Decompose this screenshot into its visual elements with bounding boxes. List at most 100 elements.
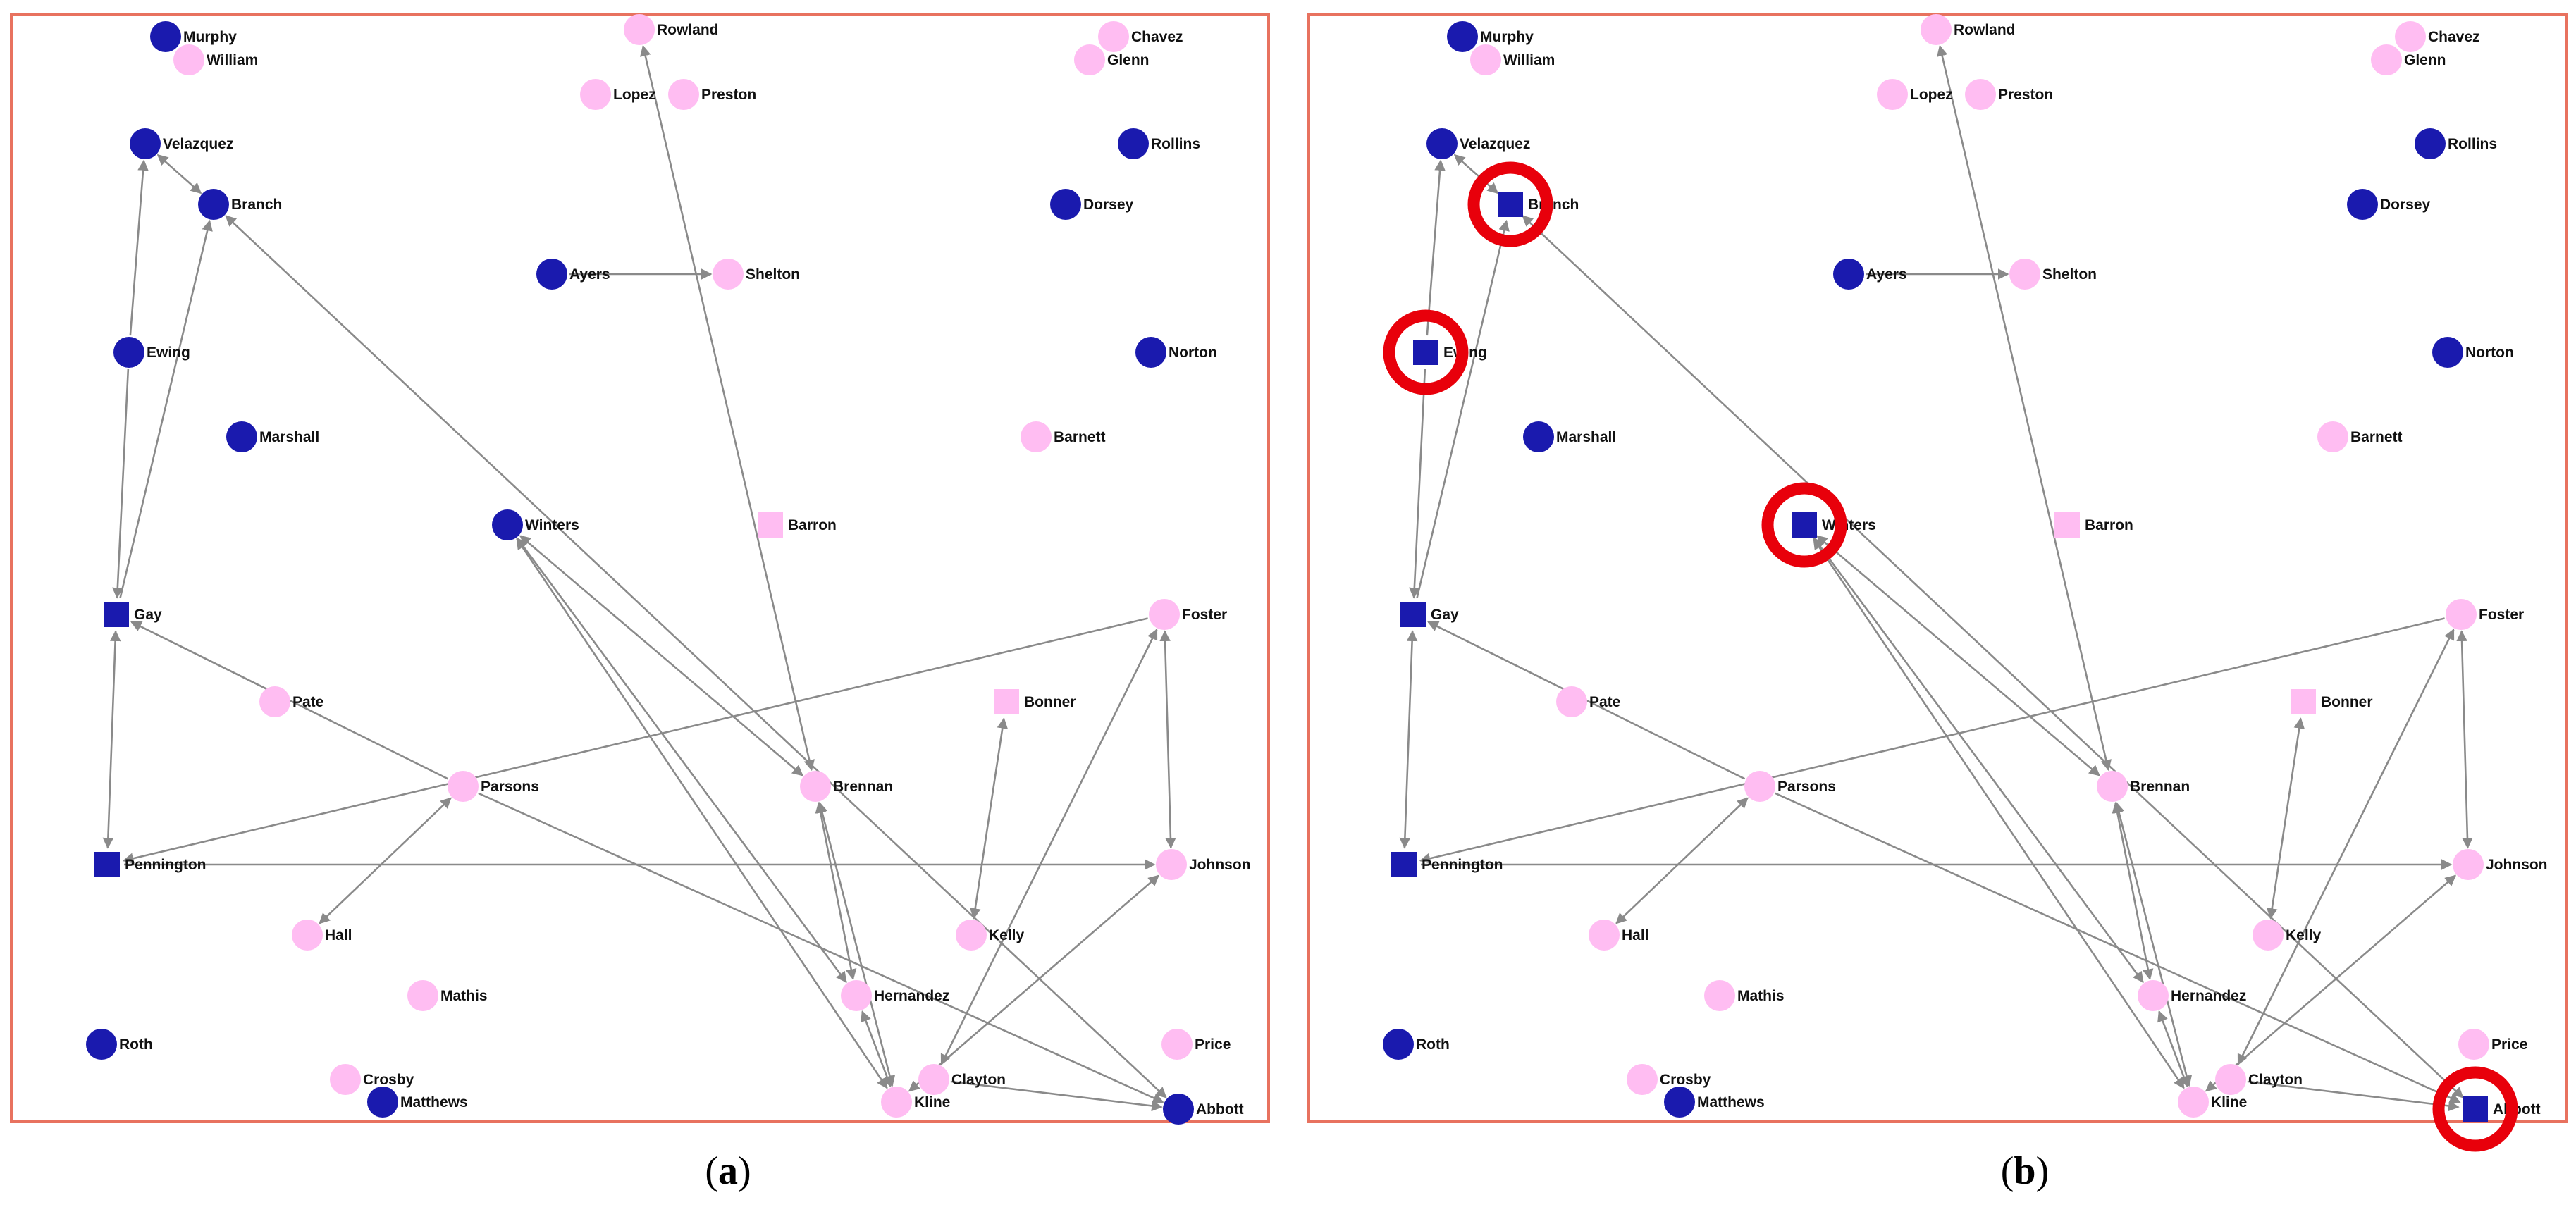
highlight-ring-ewing bbox=[1383, 309, 1469, 395]
node-shelton: Shelton bbox=[2009, 259, 2097, 290]
node-glenn-label: Glenn bbox=[1107, 52, 1150, 68]
node-shelton-marker bbox=[2009, 259, 2040, 290]
node-gay: Gay bbox=[1400, 602, 1459, 627]
node-bonner-marker bbox=[2291, 689, 2316, 714]
node-velazquez-label: Velazquez bbox=[163, 136, 233, 152]
node-roth-marker bbox=[86, 1029, 117, 1060]
node-parsons-marker bbox=[448, 771, 479, 802]
node-mathis-marker bbox=[1704, 980, 1735, 1011]
node-matthews-label: Matthews bbox=[400, 1094, 468, 1110]
panel-a-caption: (a) bbox=[705, 1149, 751, 1193]
node-preston-label: Preston bbox=[1998, 87, 2053, 103]
node-shelton-marker bbox=[713, 259, 744, 290]
node-glenn-marker bbox=[2371, 44, 2402, 75]
node-barron-marker bbox=[2054, 512, 2080, 538]
edge-ewing-gay bbox=[1409, 369, 1426, 599]
node-crosby-marker bbox=[330, 1064, 361, 1095]
node-ayers-label: Ayers bbox=[1866, 266, 1907, 283]
node-parsons-label: Parsons bbox=[481, 779, 539, 795]
node-brennan-label: Brennan bbox=[833, 779, 893, 795]
node-branch: Branch bbox=[198, 189, 282, 220]
node-roth-marker bbox=[1383, 1029, 1414, 1060]
node-johnson: Johnson bbox=[1156, 849, 1251, 880]
node-price-marker bbox=[1161, 1029, 1193, 1060]
node-william: William bbox=[173, 44, 258, 75]
node-pate-marker bbox=[259, 686, 290, 717]
node-matthews: Matthews bbox=[1664, 1087, 1765, 1118]
node-parsons-label: Parsons bbox=[1777, 779, 1836, 795]
node-marshall-label: Marshall bbox=[1556, 429, 1616, 445]
node-ewing: Ewing bbox=[113, 337, 190, 368]
node-rowland-marker bbox=[624, 14, 655, 45]
node-bonner-label: Bonner bbox=[2321, 694, 2373, 710]
edge-hall-parsons bbox=[1615, 797, 1749, 924]
edge-hall-parsons bbox=[319, 797, 452, 924]
node-hall-label: Hall bbox=[1622, 927, 1649, 943]
node-brennan-marker bbox=[800, 771, 831, 802]
edge-hernandez-kline bbox=[861, 1010, 892, 1088]
edge-johnson-kline bbox=[908, 874, 1160, 1092]
edge-bonner-kelly bbox=[969, 717, 1009, 920]
node-lopez-marker bbox=[580, 79, 611, 110]
node-pate: Pate bbox=[259, 686, 323, 717]
edge-gay-pennington bbox=[102, 630, 121, 849]
node-william-marker bbox=[1470, 44, 1501, 75]
node-ayers: Ayers bbox=[536, 259, 610, 290]
node-barron: Barron bbox=[2054, 512, 2133, 538]
node-gay-marker bbox=[104, 602, 129, 627]
node-foster-marker bbox=[2446, 599, 2477, 630]
node-shelton-label: Shelton bbox=[2042, 266, 2097, 283]
node-murphy: Murphy bbox=[150, 21, 237, 52]
node-chavez-label: Chavez bbox=[2428, 29, 2480, 45]
node-marshall: Marshall bbox=[1523, 421, 1616, 452]
node-bonner-label: Bonner bbox=[1024, 694, 1076, 710]
edge-gay-branch bbox=[1416, 219, 1510, 598]
node-barron-label: Barron bbox=[788, 517, 837, 533]
node-barnett-marker bbox=[2317, 421, 2348, 452]
node-winters: Winters bbox=[492, 509, 579, 540]
panel-a-edges bbox=[102, 44, 1176, 1112]
node-hernandez: Hernandez bbox=[2138, 980, 2246, 1011]
node-velazquez: Velazquez bbox=[1426, 128, 1530, 159]
node-johnson-marker bbox=[1156, 849, 1187, 880]
node-preston: Preston bbox=[668, 79, 756, 110]
node-marshall-marker bbox=[226, 421, 257, 452]
node-kelly-marker bbox=[2253, 920, 2284, 951]
node-kline: Kline bbox=[2178, 1087, 2247, 1118]
node-johnson-marker bbox=[2453, 849, 2484, 880]
node-roth-label: Roth bbox=[1416, 1036, 1450, 1053]
edge-ewing-gay bbox=[112, 369, 130, 599]
node-lopez: Lopez bbox=[580, 79, 656, 110]
node-clayton-marker bbox=[918, 1064, 949, 1095]
node-abbott-marker bbox=[1163, 1094, 1194, 1125]
node-matthews: Matthews bbox=[367, 1087, 468, 1118]
node-crosby: Crosby bbox=[1627, 1064, 1711, 1095]
node-william-label: William bbox=[207, 52, 258, 68]
node-kline-label: Kline bbox=[914, 1094, 950, 1110]
node-norton: Norton bbox=[2432, 337, 2514, 368]
node-clayton-marker bbox=[2215, 1064, 2246, 1095]
node-rowland-marker bbox=[1921, 14, 1952, 45]
node-branch-label: Branch bbox=[231, 197, 282, 213]
node-dorsey: Dorsey bbox=[1050, 189, 1134, 220]
node-barnett: Barnett bbox=[1021, 421, 1106, 452]
panel-b-edges bbox=[1399, 44, 2473, 1112]
node-price-label: Price bbox=[2491, 1036, 2527, 1053]
node-glenn: Glenn bbox=[1074, 44, 1150, 75]
node-chavez-label: Chavez bbox=[1131, 29, 1183, 45]
node-mathis-label: Mathis bbox=[440, 988, 488, 1004]
node-johnson: Johnson bbox=[2453, 849, 2548, 880]
panel-b-highlights bbox=[1383, 161, 2518, 1152]
node-hernandez-marker bbox=[2138, 980, 2169, 1011]
node-norton-marker bbox=[1135, 337, 1166, 368]
node-pennington-marker bbox=[94, 852, 120, 877]
node-rollins-label: Rollins bbox=[2448, 136, 2497, 152]
node-shelton: Shelton bbox=[713, 259, 800, 290]
node-roth: Roth bbox=[1383, 1029, 1450, 1060]
node-norton-label: Norton bbox=[2465, 345, 2514, 361]
node-gay-marker bbox=[1400, 602, 1426, 627]
node-shelton-label: Shelton bbox=[746, 266, 800, 283]
edge-velazquez-branch bbox=[156, 154, 202, 194]
panel-b-frame bbox=[1307, 13, 2568, 1123]
